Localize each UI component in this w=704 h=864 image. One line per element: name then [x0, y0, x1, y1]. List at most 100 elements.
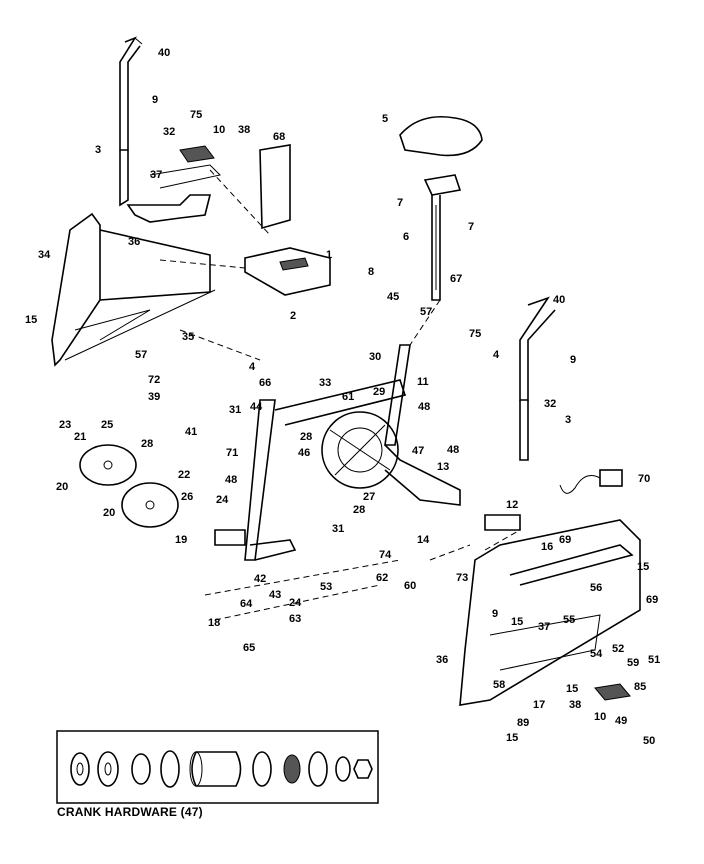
label-34: 34 [38, 249, 51, 261]
label-58: 58 [493, 679, 505, 691]
label-41: 41 [185, 426, 197, 438]
label-61: 61 [342, 391, 354, 403]
label-46: 46 [298, 447, 310, 459]
label-67: 67 [450, 273, 462, 285]
label-36: 36 [128, 236, 140, 248]
label-53: 53 [320, 581, 332, 593]
label-2: 2 [290, 310, 296, 322]
label-7-right: 7 [468, 221, 474, 233]
label-15-right: 15 [637, 561, 649, 573]
label-47: 47 [412, 445, 424, 457]
right-handlebar [519, 296, 556, 461]
crank-hardware-caption: CRANK HARDWARE (47) [57, 805, 203, 819]
label-29: 29 [373, 386, 385, 398]
label-15: 15 [25, 314, 37, 326]
label-43: 43 [269, 589, 281, 601]
label-73: 73 [456, 572, 468, 584]
label-9-low: 9 [492, 608, 498, 620]
label-15-mid: 15 [511, 616, 523, 628]
label-74: 74 [379, 549, 392, 561]
label-6: 6 [403, 231, 409, 243]
label-37: 37 [150, 169, 162, 181]
label-57-right: 57 [420, 306, 432, 318]
label-49: 49 [615, 715, 627, 727]
label-28-left: 28 [141, 438, 153, 450]
label-26: 26 [181, 491, 193, 503]
left-arm-bracket [126, 164, 222, 223]
label-7-left: 7 [397, 197, 403, 209]
label-69-mid: 69 [646, 594, 658, 606]
right-side-shroud [459, 519, 641, 706]
label-16: 16 [541, 541, 553, 553]
power-adaptor [559, 469, 623, 494]
label-1: 1 [326, 249, 332, 261]
label-55: 55 [563, 614, 575, 626]
label-64: 64 [240, 598, 253, 610]
label-30: 30 [369, 351, 381, 363]
left-handlebar [119, 36, 143, 207]
label-4-left: 4 [249, 361, 256, 373]
label-69-top: 69 [559, 534, 571, 546]
label-24-low: 24 [289, 597, 302, 609]
right-foot-pedal [594, 683, 631, 701]
label-31-top: 31 [229, 404, 241, 416]
small-pulley [121, 482, 179, 528]
label-89: 89 [517, 717, 529, 729]
label-12: 12 [506, 499, 518, 511]
label-40: 40 [158, 47, 170, 59]
label-10-right: 10 [594, 711, 606, 723]
label-52: 52 [612, 643, 624, 655]
label-28-low: 28 [353, 504, 365, 516]
label-22: 22 [178, 469, 190, 481]
crank-hardware-inset [56, 730, 379, 804]
label-59: 59 [627, 657, 639, 669]
label-15-low: 15 [566, 683, 578, 695]
label-48-low: 48 [225, 474, 237, 486]
label-14: 14 [417, 534, 430, 546]
label-72: 72 [148, 374, 160, 386]
label-63: 63 [289, 613, 301, 625]
label-18: 18 [208, 617, 220, 629]
left-foot-pedal [179, 145, 215, 163]
label-11: 11 [417, 376, 429, 388]
label-4-right: 4 [493, 349, 500, 361]
label-38-right: 38 [569, 699, 581, 711]
label-25: 25 [101, 419, 113, 431]
label-48-mid: 48 [447, 444, 459, 456]
label-9-right: 9 [570, 354, 576, 366]
label-20-low: 20 [103, 507, 115, 519]
label-8: 8 [368, 266, 374, 278]
label-20-top: 20 [56, 481, 68, 493]
label-71: 71 [226, 447, 238, 459]
label-42: 42 [254, 573, 266, 585]
label-51: 51 [648, 654, 660, 666]
large-pulley [79, 444, 137, 486]
label-23: 23 [59, 419, 71, 431]
label-54: 54 [590, 648, 603, 660]
label-31-low: 31 [332, 523, 344, 535]
label-48-top: 48 [418, 401, 430, 413]
label-75: 75 [190, 109, 202, 121]
label-33: 33 [319, 377, 331, 389]
label-13: 13 [437, 461, 449, 473]
label-15-bottom: 15 [506, 732, 518, 744]
label-10: 10 [213, 124, 225, 136]
label-62: 62 [376, 572, 388, 584]
label-3-right: 3 [565, 414, 571, 426]
label-35: 35 [182, 331, 194, 343]
label-66: 66 [259, 377, 271, 389]
label-19: 19 [175, 534, 187, 546]
label-50: 50 [643, 735, 655, 747]
label-32: 32 [163, 126, 175, 138]
label-40-right: 40 [553, 294, 565, 306]
stabilizer-front [484, 514, 521, 531]
label-65: 65 [243, 642, 255, 654]
label-38: 38 [238, 124, 250, 136]
flywheel-guard [321, 411, 399, 489]
label-3: 3 [95, 144, 101, 156]
label-56: 56 [590, 582, 602, 594]
label-21: 21 [74, 431, 86, 443]
label-28-frame: 28 [300, 431, 312, 443]
seat-post [423, 174, 462, 301]
